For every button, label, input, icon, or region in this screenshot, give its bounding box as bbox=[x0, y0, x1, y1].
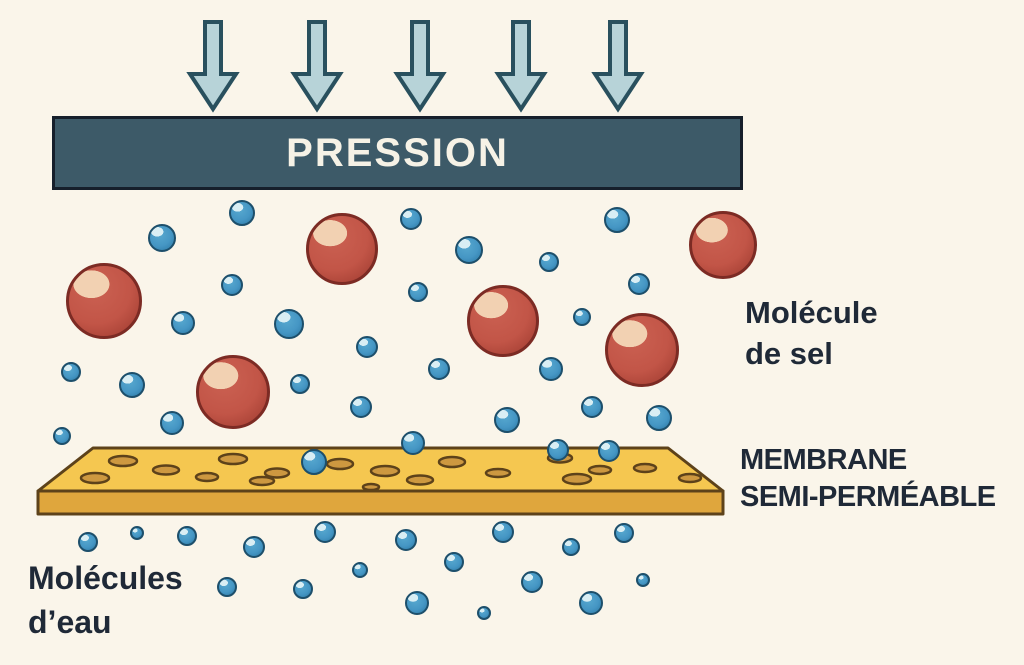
water-molecule bbox=[628, 273, 650, 295]
water-molecule bbox=[274, 309, 304, 339]
water-molecule bbox=[130, 526, 144, 540]
membrane-pore bbox=[361, 482, 381, 492]
membrane-pore bbox=[248, 475, 276, 487]
water-molecule bbox=[405, 591, 429, 615]
salt-molecule bbox=[306, 213, 378, 285]
water-molecule bbox=[581, 396, 603, 418]
water-molecule bbox=[160, 411, 184, 435]
down-arrow-icon bbox=[393, 20, 447, 113]
water-molecule bbox=[492, 521, 514, 543]
membrane-pore bbox=[587, 464, 613, 476]
water-molecule bbox=[171, 311, 195, 335]
water-molecule bbox=[314, 521, 336, 543]
membrane-pore bbox=[151, 464, 181, 476]
water-molecule bbox=[579, 591, 603, 615]
water-molecule bbox=[547, 439, 569, 461]
membrane-label-line1: MEMBRANE bbox=[740, 444, 907, 476]
water-molecule bbox=[217, 577, 237, 597]
membrane-pore bbox=[484, 467, 512, 479]
water-molecule bbox=[408, 282, 428, 302]
water-molecule bbox=[521, 571, 543, 593]
salt-label-line1: Molécule bbox=[745, 295, 878, 330]
membrane-pore bbox=[632, 462, 658, 474]
water-molecule bbox=[229, 200, 255, 226]
membrane-pore bbox=[677, 472, 703, 484]
water-molecule bbox=[356, 336, 378, 358]
salt-molecule bbox=[605, 313, 679, 387]
salt-molecule bbox=[689, 211, 757, 279]
water-molecule bbox=[604, 207, 630, 233]
down-arrow-icon bbox=[494, 20, 548, 113]
water-molecule bbox=[78, 532, 98, 552]
membrane-pore bbox=[369, 464, 401, 478]
water-molecule bbox=[395, 529, 417, 551]
membrane-pore bbox=[325, 457, 355, 471]
water-molecule bbox=[401, 431, 425, 455]
water-molecules-label: Molécules d’eau bbox=[28, 562, 183, 650]
water-molecule bbox=[494, 407, 520, 433]
salt-molecule bbox=[467, 285, 539, 357]
membrane-pore bbox=[79, 471, 111, 485]
water-molecule bbox=[352, 562, 368, 578]
water-molecule bbox=[539, 357, 563, 381]
membrane-pore bbox=[437, 455, 467, 469]
water-molecule bbox=[455, 236, 483, 264]
water-molecule bbox=[477, 606, 491, 620]
water-molecule bbox=[53, 427, 71, 445]
salt-molecule bbox=[196, 355, 270, 429]
water-label-line2: d’eau bbox=[28, 604, 112, 640]
down-arrow-icon bbox=[591, 20, 645, 113]
water-molecule bbox=[636, 573, 650, 587]
water-molecule bbox=[444, 552, 464, 572]
water-molecule bbox=[573, 308, 591, 326]
water-molecule bbox=[350, 396, 372, 418]
membrane-label: MEMBRANE SEMI-PERMÉABLE bbox=[740, 446, 996, 520]
water-molecule bbox=[614, 523, 634, 543]
water-molecule bbox=[243, 536, 265, 558]
membrane-label-line2: SEMI-PERMÉABLE bbox=[740, 481, 996, 513]
water-molecule bbox=[301, 449, 327, 475]
water-molecule bbox=[293, 579, 313, 599]
pressure-banner: PRESSION bbox=[52, 116, 743, 190]
water-molecule bbox=[177, 526, 197, 546]
water-molecule bbox=[400, 208, 422, 230]
water-molecule bbox=[119, 372, 145, 398]
water-molecule bbox=[539, 252, 559, 272]
water-molecule bbox=[61, 362, 81, 382]
water-molecule bbox=[290, 374, 310, 394]
water-molecule bbox=[221, 274, 243, 296]
pressure-banner-label: PRESSION bbox=[286, 130, 509, 175]
membrane-pore bbox=[405, 474, 435, 486]
down-arrow-icon bbox=[186, 20, 240, 113]
water-molecule bbox=[598, 440, 620, 462]
salt-label-line2: de sel bbox=[745, 336, 833, 371]
down-arrow-icon bbox=[290, 20, 344, 113]
membrane-pore bbox=[561, 472, 593, 486]
water-label-line1: Molécules bbox=[28, 560, 183, 596]
water-molecule bbox=[646, 405, 672, 431]
water-molecule bbox=[428, 358, 450, 380]
water-molecule bbox=[562, 538, 580, 556]
salt-molecule-label: Molécule de sel bbox=[745, 297, 878, 379]
membrane-pore bbox=[107, 454, 139, 468]
salt-molecule bbox=[66, 263, 142, 339]
water-molecule bbox=[148, 224, 176, 252]
membrane-front-face bbox=[36, 489, 725, 516]
membrane-pore bbox=[217, 452, 249, 466]
membrane-pore bbox=[194, 471, 220, 483]
membrane-pore bbox=[263, 467, 291, 479]
